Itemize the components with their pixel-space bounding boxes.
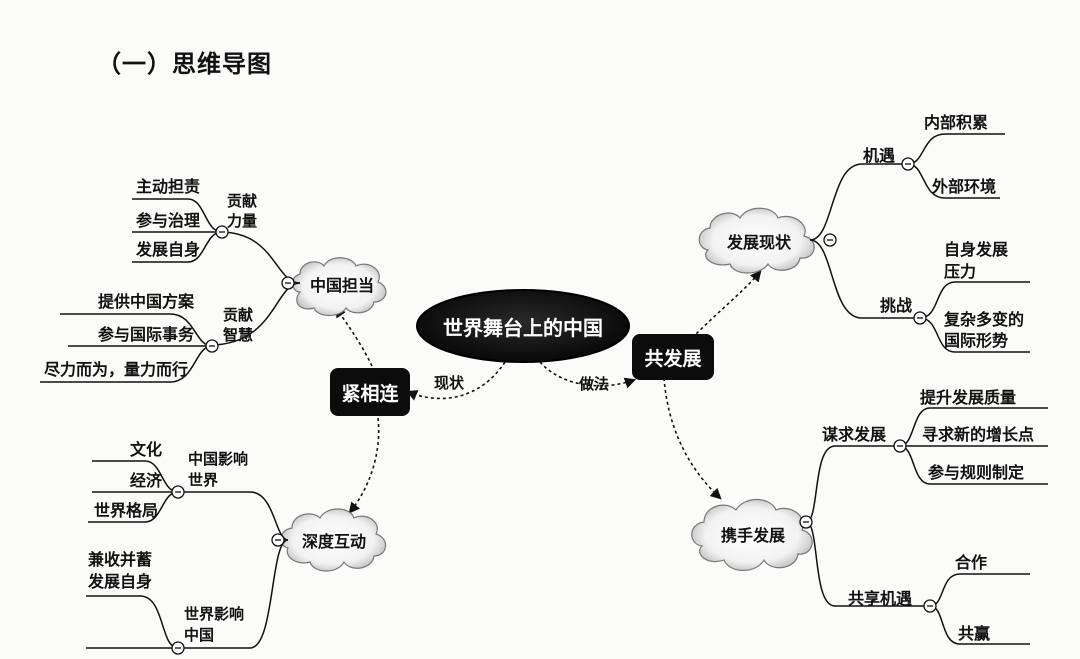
branch-contribution-wisdom-l2: 智慧 — [223, 326, 254, 344]
cloud-deep-interaction — [280, 508, 387, 572]
edge-label-approach: 做法 — [579, 375, 610, 393]
leaf-item: 合作 — [955, 553, 988, 572]
branch-challenge: 挑战 — [880, 296, 913, 315]
leaf-item: 经济 — [130, 471, 163, 490]
leaf-item: 发展自身 — [88, 572, 153, 591]
leaf-item: 自身发展 — [944, 240, 1009, 259]
branch-china-affects-world-l2: 世界 — [188, 471, 219, 489]
leaf-item: 内部积累 — [924, 113, 989, 132]
leaf-item: 参与国际事务 — [98, 325, 195, 344]
leaf-item: 发展自身 — [136, 240, 201, 259]
left-hub-node[interactable]: 紧相连 — [341, 382, 399, 405]
branch-contribution-power-l2: 力量 — [227, 212, 258, 230]
cloud-dev-status — [698, 207, 815, 274]
arrow-center-to-right-hub — [539, 361, 637, 389]
edge-label-status: 现状 — [434, 374, 465, 392]
leaf-item: 文化 — [130, 440, 163, 459]
cloud-dev-status-label[interactable]: 发展现状 — [726, 233, 791, 252]
page-title: （一）思维导图 — [97, 50, 272, 78]
cloud-china-role-label[interactable]: 中国担当 — [309, 276, 374, 295]
collapse-markers — [171, 157, 937, 655]
leaf-item: 尽力而为，量力而行 — [44, 360, 189, 379]
cloud-joint-dev-label[interactable]: 携手发展 — [720, 526, 785, 545]
arrow-left-hub-to-deep-interaction — [348, 417, 380, 514]
leaf-item: 主动担责 — [136, 177, 201, 196]
branch-opportunity: 机遇 — [863, 146, 896, 165]
arrow-right-hub-to-dev-status — [691, 270, 762, 339]
arrow-left-hub-to-china-role — [334, 306, 373, 367]
leaf-item: 兼收并蓄 — [88, 550, 153, 569]
center-node-shape — [416, 289, 630, 363]
branch-world-affects-china-l2: 中国 — [184, 626, 215, 644]
cloud-deep-interaction-label[interactable]: 深度互动 — [301, 532, 366, 551]
leaf-item: 参与治理 — [136, 211, 201, 230]
leaf-item: 世界格局 — [94, 501, 159, 520]
branch-world-affects-china-l1: 世界影响 — [184, 605, 245, 623]
leaf-item: 复杂多变的 — [944, 310, 1025, 329]
leaf-item: 外部环境 — [932, 177, 997, 196]
branch-contribution-wisdom-l1: 贡献 — [223, 306, 254, 324]
branch-share-opportunity: 共享机遇 — [848, 589, 913, 608]
arrow-center-to-left-hub — [405, 361, 506, 401]
leaf-item: 参与规则制定 — [928, 463, 1025, 482]
arrow-right-hub-to-joint-dev — [663, 377, 722, 500]
right-hub-shape — [632, 334, 714, 380]
leaf-item: 国际形势 — [944, 331, 1009, 350]
leaf-item: 共赢 — [958, 624, 991, 643]
cloud-joint-dev — [691, 498, 813, 572]
leaf-item: 提升发展质量 — [920, 388, 1017, 407]
leaf-item: 提供中国方案 — [98, 292, 195, 311]
branch-seek-development: 谋求发展 — [822, 425, 887, 444]
cloud-china-role — [291, 257, 387, 317]
branch-contribution-power-l1: 贡献 — [227, 192, 258, 210]
branch-china-affects-world-l1: 中国影响 — [188, 450, 249, 468]
right-hub-node[interactable]: 共发展 — [644, 347, 702, 370]
leaf-item: 压力 — [944, 262, 977, 281]
left-hub-shape — [330, 368, 410, 416]
leaf-item: 寻求新的增长点 — [922, 425, 1035, 444]
center-node[interactable]: 世界舞台上的中国 — [443, 315, 603, 340]
